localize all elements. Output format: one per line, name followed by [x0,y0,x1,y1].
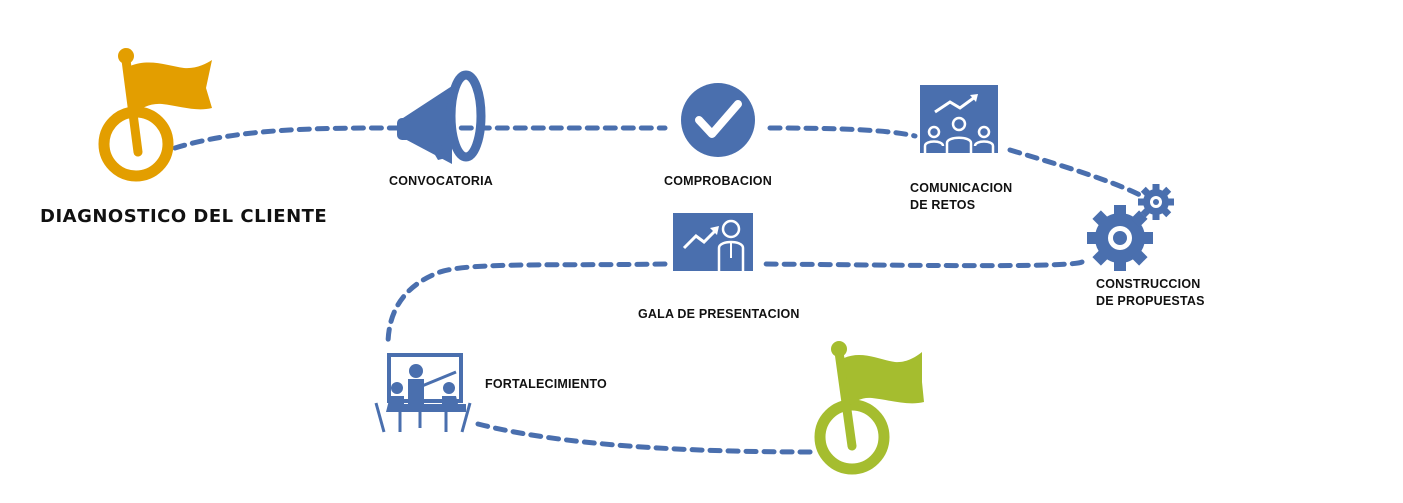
gears-icon [1087,184,1174,271]
label-construccion: CONSTRUCCION DE PROPUESTAS [1096,277,1205,308]
label-diagnostico: DIAGNOSTICO DEL CLIENTE [40,206,328,227]
label-fortalecimiento: FORTALECIMIENTO [485,377,607,391]
dashed-route-path [172,125,1143,455]
presentation-team-icon [920,85,998,153]
flag-end-icon [814,341,924,475]
presenter-chart-icon [673,213,753,271]
megaphone-icon [397,70,486,164]
label-convocatoria: CONVOCATORIA [389,174,494,188]
label-comunicacion: COMUNICACION DE RETOS [910,181,1013,212]
label-gala: GALA DE PRESENTACION [638,307,800,321]
checkmark-icon [681,83,755,157]
label-comprobacion: COMPROBACION [664,174,772,188]
classroom-icon [374,353,472,433]
flag-start-icon [98,48,212,182]
